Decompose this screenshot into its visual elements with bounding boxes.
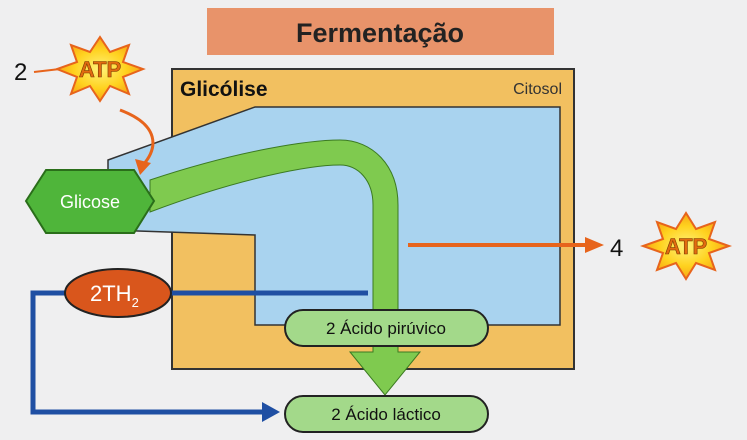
- carrier-ellipse: [64, 268, 172, 318]
- lactic-acid-label: 2 Ácido láctico: [331, 405, 441, 424]
- atp-input-arrowhead: [135, 159, 151, 175]
- carrier-label: 2TH2: [90, 281, 139, 310]
- cytosol-label: Citosol: [513, 81, 562, 98]
- atp-output-label: ATP: [665, 234, 707, 259]
- atp-output-burst: ATP: [639, 211, 733, 281]
- pyruvic-acid-pill: [284, 309, 489, 347]
- glycolysis-label: Glicólise: [180, 78, 268, 101]
- pyruvic-acid-label: 2 Ácido pirúvico: [326, 319, 446, 338]
- glucose-hexagon: [24, 169, 156, 234]
- atp-input-tick: [33, 68, 61, 73]
- carrier-subscript: 2: [132, 295, 139, 310]
- lactic-acid-pill: [284, 395, 489, 433]
- glucose-label: Glicose: [60, 192, 120, 212]
- atp-input-count: 2: [14, 59, 27, 86]
- atp-output-count: 4: [610, 235, 623, 262]
- atp-input-arrow: [119, 108, 155, 166]
- atp-input-burst: ATP: [54, 35, 146, 103]
- atp-input-label: ATP: [79, 57, 121, 82]
- title-banner: [207, 8, 554, 55]
- atp-output-arrowhead: [585, 237, 604, 253]
- page-title: Fermentação: [296, 18, 464, 48]
- carrier-prefix: 2TH: [90, 281, 132, 306]
- electron-arrowhead: [262, 402, 280, 422]
